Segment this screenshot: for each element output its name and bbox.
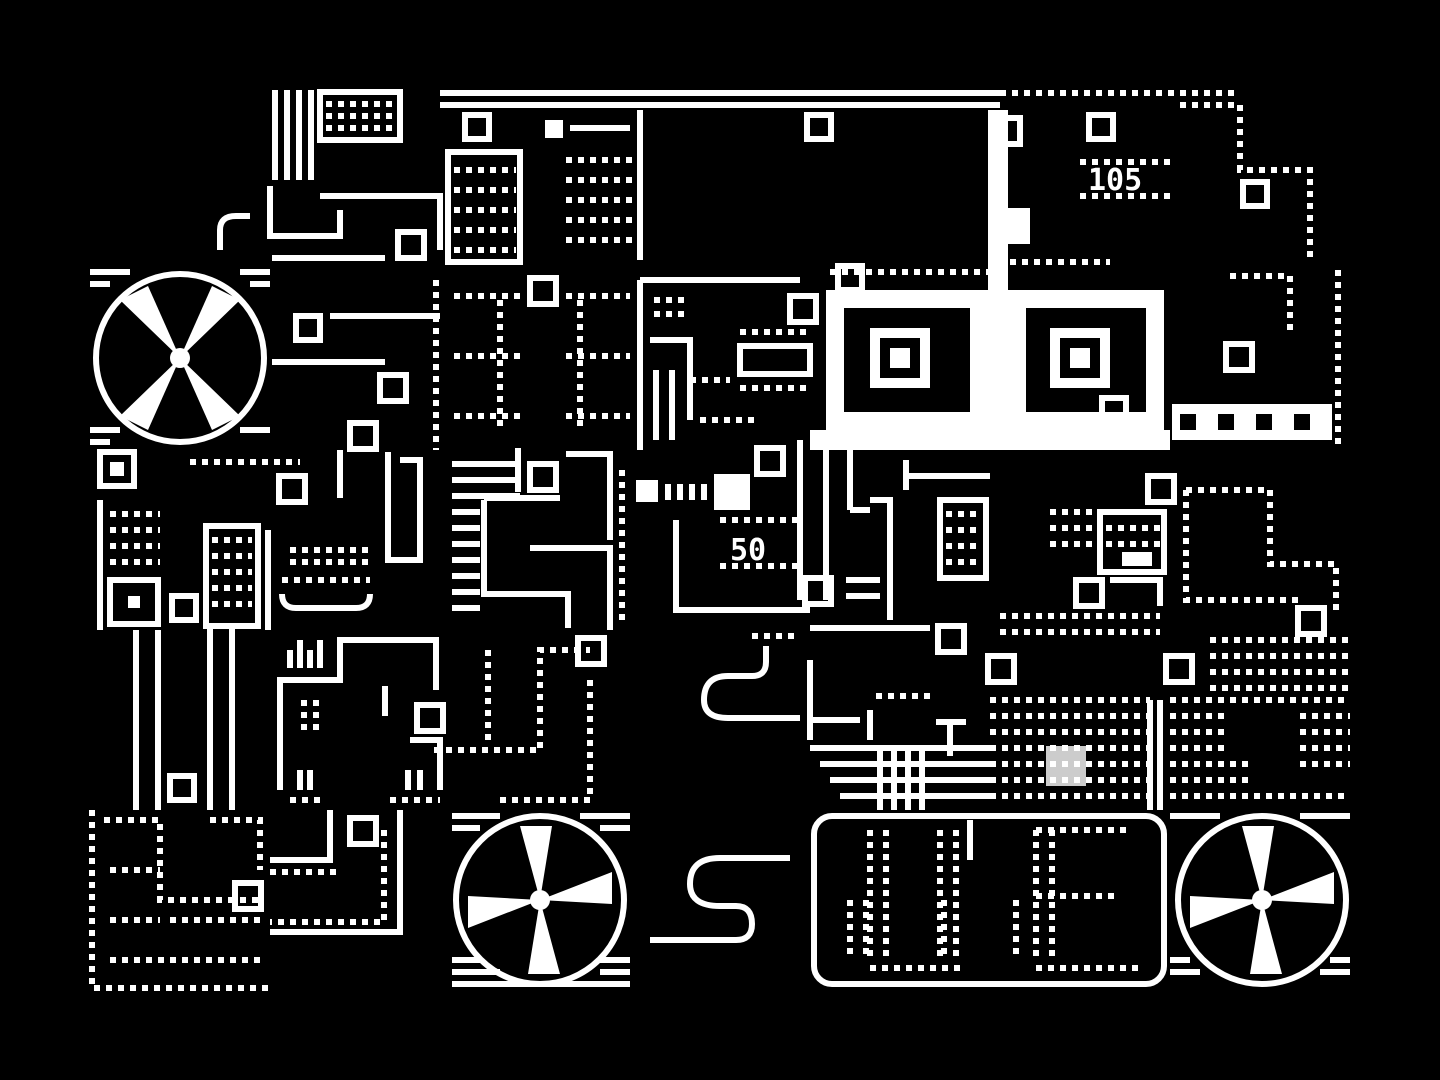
dot-mesh xyxy=(990,697,1350,810)
grid-block-mid xyxy=(566,110,643,260)
solid-pad xyxy=(994,208,1030,244)
left-column xyxy=(97,449,373,810)
wire-curves xyxy=(650,633,990,943)
pad-row-top xyxy=(462,112,1270,209)
right-pad-strip xyxy=(1172,270,1341,450)
horizontal-rail xyxy=(810,430,1170,450)
center-left-traces xyxy=(452,275,630,630)
top-code-label: 105 xyxy=(1088,163,1142,198)
chip-left xyxy=(826,263,990,430)
vertical-rail xyxy=(988,110,1008,440)
fan-icon xyxy=(452,813,630,987)
keypad-block xyxy=(317,89,403,143)
right-middle-cluster xyxy=(985,473,1350,691)
keypad-mid xyxy=(802,450,990,655)
grid-block-left xyxy=(445,149,523,265)
label-frame xyxy=(1080,159,1170,199)
top-bus-lines xyxy=(272,90,1313,260)
display-panel xyxy=(811,813,1167,987)
center-traces xyxy=(619,277,829,620)
fan-icon xyxy=(90,269,270,445)
left-traces xyxy=(190,186,443,563)
pad-square xyxy=(991,115,1023,147)
chip-right xyxy=(1008,259,1164,430)
fan-icon xyxy=(1170,813,1350,987)
lower-left-traces xyxy=(89,635,607,991)
mid-code-label: 50 xyxy=(730,533,766,568)
